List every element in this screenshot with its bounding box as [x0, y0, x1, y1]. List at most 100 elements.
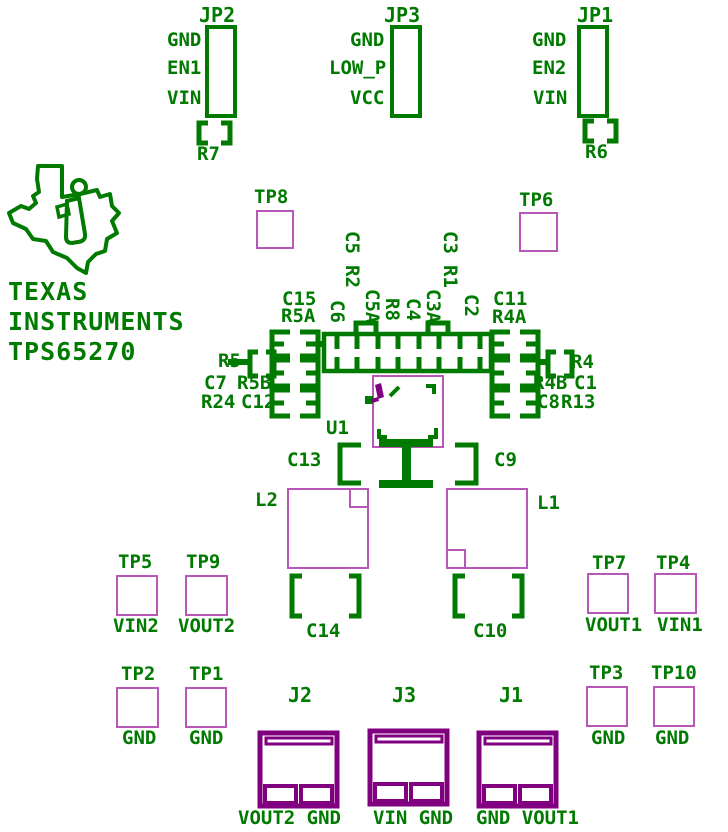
j2-ref: J2: [288, 683, 313, 707]
tp6-ref: TP6: [519, 189, 554, 211]
jp1-ref: JP1: [577, 3, 614, 27]
ti-i-body-icon: [63, 195, 88, 246]
right-trace-stub: [538, 359, 550, 365]
r5a-label: R5A: [281, 305, 316, 327]
tp3-net: GND: [591, 727, 626, 749]
r8-label: R8: [381, 298, 403, 321]
j1-pin-left: [482, 784, 517, 805]
left-pad-row-3: [269, 387, 321, 419]
ti-i-dot-icon: [70, 178, 88, 196]
jp3-pin-lowp: LOW_P: [329, 57, 387, 79]
jp2-pin-vin: VIN: [167, 87, 202, 109]
tp8-pad: [256, 210, 294, 249]
l2-outline: [287, 488, 369, 569]
c1-label: C1: [574, 372, 597, 394]
ic-pad-ticks: [334, 336, 483, 369]
ibeam-top: [379, 439, 433, 447]
l1-notch: [446, 549, 466, 569]
jp2-pin-en1: EN1: [167, 57, 202, 79]
central-footprint: [321, 320, 494, 374]
mid-cap-pads: [337, 439, 479, 488]
r5b-label: R5B: [237, 372, 272, 394]
r4a-label: R4A: [492, 306, 527, 328]
right-pad-row-3: [489, 387, 541, 419]
tp2-ref: TP2: [121, 663, 156, 685]
left-link-stub: [316, 341, 326, 347]
c6-label: C6: [326, 300, 348, 323]
right-pad-row-2: [489, 357, 541, 389]
jp2-pin-gnd: GND: [167, 29, 202, 51]
l2-label: L2: [255, 489, 278, 511]
logo-partnumber: TPS65270: [8, 337, 137, 366]
j1-nets: GND VOUT1: [476, 807, 579, 829]
left-trace-stub: [228, 359, 248, 365]
j2-nets: VOUT2 GND: [238, 807, 341, 829]
tp9-ref: TP9: [186, 551, 221, 573]
c4-label: C4: [402, 298, 424, 321]
c10-label: C10: [473, 620, 508, 642]
ibeam-bottom: [379, 480, 433, 488]
j1-ref: J1: [499, 683, 524, 707]
u1-label: U1: [326, 417, 349, 439]
jp1-pin-vin: VIN: [533, 87, 568, 109]
tp5-ref: TP5: [118, 551, 153, 573]
tp4-pad: [654, 573, 697, 614]
top-cap-pads: [353, 320, 451, 333]
tp7-pad: [587, 573, 629, 614]
inductor-outlines: [287, 488, 528, 569]
tp6-pad: [519, 212, 558, 252]
c15-label: C15: [282, 288, 317, 310]
j1-slot: [483, 736, 553, 746]
left-passive-cluster: [228, 329, 326, 419]
c13-label: C13: [287, 449, 322, 471]
u1-footprint: [365, 375, 444, 448]
tp7-net: VOUT1: [585, 614, 643, 636]
c10-pads: [452, 573, 525, 619]
j3-nets: VIN GND: [373, 807, 454, 829]
j3-outline: [367, 728, 450, 807]
r5-label: R5: [218, 350, 241, 372]
c11-label: C11: [493, 288, 528, 310]
j2-pin-right: [299, 784, 334, 805]
j2-pin-left: [263, 784, 298, 805]
u1-side-pad: [365, 396, 373, 404]
r4b-label: R4B: [533, 372, 568, 394]
j3-ref: J3: [392, 683, 417, 707]
c13-pad: [337, 442, 361, 486]
jp3-ref: JP3: [384, 3, 421, 27]
c2-label: C2: [460, 294, 482, 317]
c12-label: C12: [241, 391, 276, 413]
c7-label: C7: [204, 372, 227, 394]
r6-label: R6: [585, 141, 608, 163]
u1-pin1-foot: [371, 397, 379, 403]
tp1-pad: [185, 687, 227, 728]
c14-pads: [289, 573, 362, 619]
r5-pads: [247, 349, 277, 379]
r7-label: R7: [197, 143, 220, 165]
ic-pad-row-outline: [321, 331, 494, 374]
top-resistor-pads: [196, 118, 619, 146]
tp7-ref: TP7: [592, 552, 627, 574]
left-pad-row-2: [269, 357, 321, 389]
left-pad-row-1: [269, 329, 321, 359]
jp1-pin-en2: EN2: [532, 57, 567, 79]
jp1-body: [577, 25, 609, 118]
jp3-body: [390, 25, 422, 118]
jumper-bodies: [205, 25, 609, 118]
j3-pin-left: [373, 782, 408, 803]
tp4-net: VIN1: [657, 614, 703, 636]
power-connectors: [257, 728, 559, 809]
output-cap-pads: [289, 573, 525, 619]
ibeam-stem: [402, 447, 411, 481]
texas-outline-icon: [7, 164, 121, 275]
j1-outline: [476, 730, 559, 809]
l1-label: L1: [537, 492, 560, 514]
r7-pads: [196, 120, 233, 146]
logo-instruments: INSTRUMENTS: [8, 307, 185, 336]
ti-t-bar-icon: [54, 201, 72, 220]
l1-outline: [446, 488, 528, 569]
u1-corner-marks: [377, 384, 438, 439]
c3a-label: C3A: [422, 289, 444, 324]
